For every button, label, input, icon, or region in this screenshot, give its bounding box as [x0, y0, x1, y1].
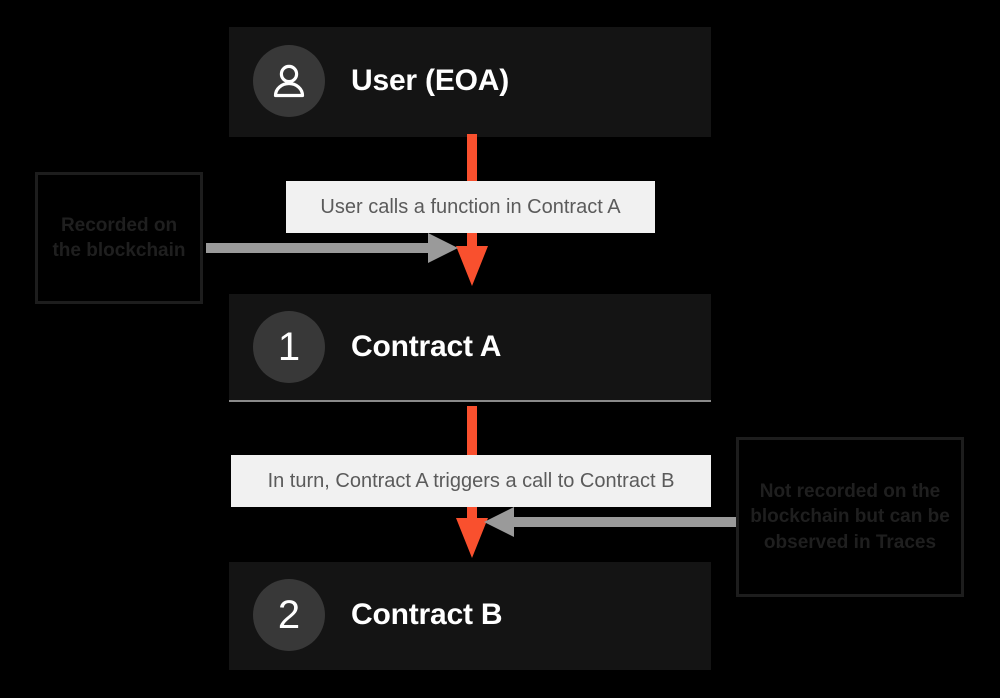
- node-contract-b[interactable]: 2 Contract B: [229, 562, 711, 670]
- node-contract-a[interactable]: 1 Contract A: [229, 294, 711, 402]
- annotation-right-text: Not recorded on the blockchain but can b…: [750, 480, 950, 553]
- annotation-recorded-on-blockchain: Recorded on the blockchain: [35, 172, 203, 304]
- step-label-1-text: User calls a function in Contract A: [320, 195, 621, 218]
- connector-annotation-right-pointer: [484, 507, 736, 537]
- connector-annotation-left-pointer: [206, 233, 458, 263]
- step-label-contract-a-triggers-contract-b: In turn, Contract A triggers a call to C…: [231, 455, 711, 507]
- number-badge-1: 1: [253, 311, 325, 383]
- node-contract-a-badge-text: 1: [277, 325, 301, 369]
- node-contract-b-title: Contract B: [351, 598, 503, 631]
- annotation-not-recorded-on-blockchain: Not recorded on the blockchain but can b…: [736, 437, 964, 597]
- person-icon: [253, 45, 325, 117]
- node-contract-a-title: Contract A: [351, 330, 502, 363]
- step-label-2-text: In turn, Contract A triggers a call to C…: [267, 469, 675, 492]
- node-user-title: User (EOA): [351, 64, 510, 97]
- annotation-left-text: Recorded on the blockchain: [52, 214, 186, 261]
- node-contract-b-badge-text: 2: [277, 593, 301, 637]
- step-label-user-calls-function: User calls a function in Contract A: [286, 181, 655, 233]
- node-user[interactable]: User (EOA): [229, 27, 711, 137]
- number-badge-2: 2: [253, 579, 325, 651]
